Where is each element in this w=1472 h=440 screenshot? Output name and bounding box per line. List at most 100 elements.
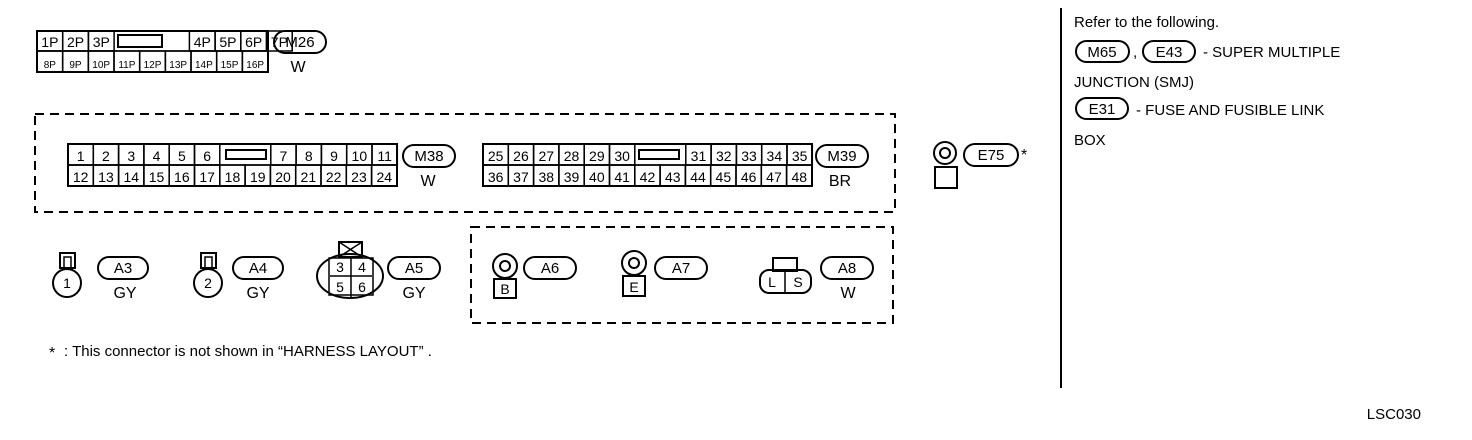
a5-pin-5: 5: [336, 279, 344, 295]
m26-pin-1p: 1P: [41, 34, 58, 50]
m39-pin-29: 29: [589, 148, 605, 164]
m26-pin-4p: 4P: [194, 34, 211, 50]
m38-key-slot: [225, 149, 267, 160]
m39-tag-oval: [815, 144, 869, 168]
m39-pin-44: 44: [690, 169, 706, 185]
a6-pin: B: [500, 281, 509, 297]
m39-pin-42: 42: [640, 169, 656, 185]
m38-pin-24-cell: [370, 164, 398, 187]
m39-pin-28: 28: [564, 148, 580, 164]
a8-pin-l: L: [768, 274, 776, 290]
figure-code: LSC030: [1367, 406, 1421, 423]
m26-pin-12p: 12P: [144, 60, 162, 71]
footnote-text: : This connector is not shown in “HARNES…: [64, 343, 432, 360]
m26-pin-8p: 8P: [44, 60, 57, 71]
connector-a5: 3 4 5 6 A5 GY: [316, 241, 441, 302]
m26-color: W: [290, 59, 306, 76]
m38-pin-22: 22: [326, 169, 342, 185]
m38-pin-6: 6: [203, 148, 211, 164]
fuse-text-2: BOX: [1074, 132, 1106, 149]
connector-a4: 2 A4 GY: [193, 252, 284, 302]
m39-pin-25: 25: [488, 148, 504, 164]
m26-pin-10p: 10P: [92, 60, 110, 71]
e31-tag: E31: [1089, 101, 1116, 118]
a8-pin-s: S: [793, 274, 802, 290]
m38-pin-17: 17: [199, 169, 215, 185]
refer-panel: Refer to the following. M65 , E43 - SUPE…: [1074, 14, 1340, 149]
m38-tag: M38: [414, 148, 443, 165]
connector-a8: L S A8 W: [759, 256, 874, 302]
m39-pin-37: 37: [513, 169, 529, 185]
m38-pin-23: 23: [351, 169, 367, 185]
e75-star: *: [1021, 147, 1027, 164]
m38-pin-1: 1: [77, 148, 85, 164]
m26-tag: M26: [285, 34, 314, 51]
m39-pin-36: 36: [488, 169, 504, 185]
m38-pin-13: 13: [98, 169, 114, 185]
m39-pin-30: 30: [614, 148, 630, 164]
m39-pin-48: 48: [791, 169, 807, 185]
a5-tag-oval: [387, 256, 441, 280]
a5-color: GY: [402, 285, 425, 302]
m39-key-slot: [638, 149, 680, 160]
m26-pin-16p-cell: [241, 50, 269, 73]
a7-tag-oval: [654, 256, 708, 280]
m65-tag: M65: [1087, 44, 1116, 61]
e43-tag-oval: [1142, 40, 1196, 63]
e75-tag: E75: [978, 147, 1005, 164]
a8-color: W: [840, 285, 856, 302]
m39-pin-38: 38: [538, 169, 554, 185]
smj-text: - SUPER MULTIPLE: [1203, 44, 1340, 61]
connector-e75: E75 *: [933, 141, 1027, 189]
m38-pin-3: 3: [127, 148, 135, 164]
m38-pin-4: 4: [153, 148, 161, 164]
m39-pin-31: 31: [691, 148, 707, 164]
a5-pin-4: 4: [358, 259, 366, 275]
m39-pin-26: 26: [513, 148, 529, 164]
a8-tag-oval: [820, 256, 874, 280]
m26-pin-14p: 14P: [195, 60, 213, 71]
m39-pin-40: 40: [589, 169, 605, 185]
connector-a3: 1 A3 GY: [52, 252, 149, 302]
m38-pin-20: 20: [275, 169, 291, 185]
a4-pin: 2: [204, 275, 212, 291]
m38-pin-16: 16: [174, 169, 190, 185]
smj-comma: ,: [1133, 44, 1137, 61]
a7-pin: E: [629, 279, 638, 295]
fuse-text: - FUSE AND FUSIBLE LINK: [1136, 102, 1324, 119]
m26-pin-5p: 5P: [219, 34, 236, 50]
e31-tag-oval: [1075, 97, 1129, 120]
m39-pin-35: 35: [792, 148, 808, 164]
m26-pin-3p: 3P: [93, 34, 110, 50]
m38-pin-7: 7: [280, 148, 288, 164]
m39-pin-39: 39: [564, 169, 580, 185]
m38-pin-9: 9: [330, 148, 338, 164]
a3-tag: A3: [114, 260, 132, 277]
m39-pin-48-cell: [785, 164, 813, 187]
a3-tag-oval: [97, 256, 149, 280]
a5-pin-3: 3: [336, 259, 344, 275]
m26-pin-9p: 9P: [69, 60, 82, 71]
m38-pin-10: 10: [352, 148, 368, 164]
m26-pin-6p: 6P: [245, 34, 262, 50]
a7-tag: A7: [672, 260, 690, 277]
m39-pin-46: 46: [741, 169, 757, 185]
m38-pin-19: 19: [250, 169, 266, 185]
m38-pin-2: 2: [102, 148, 110, 164]
m38-tag-oval: [402, 144, 456, 168]
m38-pin-21: 21: [301, 169, 317, 185]
m38-pin-5: 5: [178, 148, 186, 164]
m38-pin-15: 15: [149, 169, 165, 185]
smj-text-2: JUNCTION (SMJ): [1074, 74, 1194, 91]
m39-pin-32: 32: [716, 148, 732, 164]
a6-tag-oval: [523, 256, 577, 280]
connector-a6: B A6: [492, 253, 577, 299]
dashed-group-a6-a8: [470, 226, 894, 324]
a4-tag-oval: [232, 256, 284, 280]
m38-pin-12: 12: [73, 169, 89, 185]
m26-pin-2p: 2P: [67, 34, 84, 50]
